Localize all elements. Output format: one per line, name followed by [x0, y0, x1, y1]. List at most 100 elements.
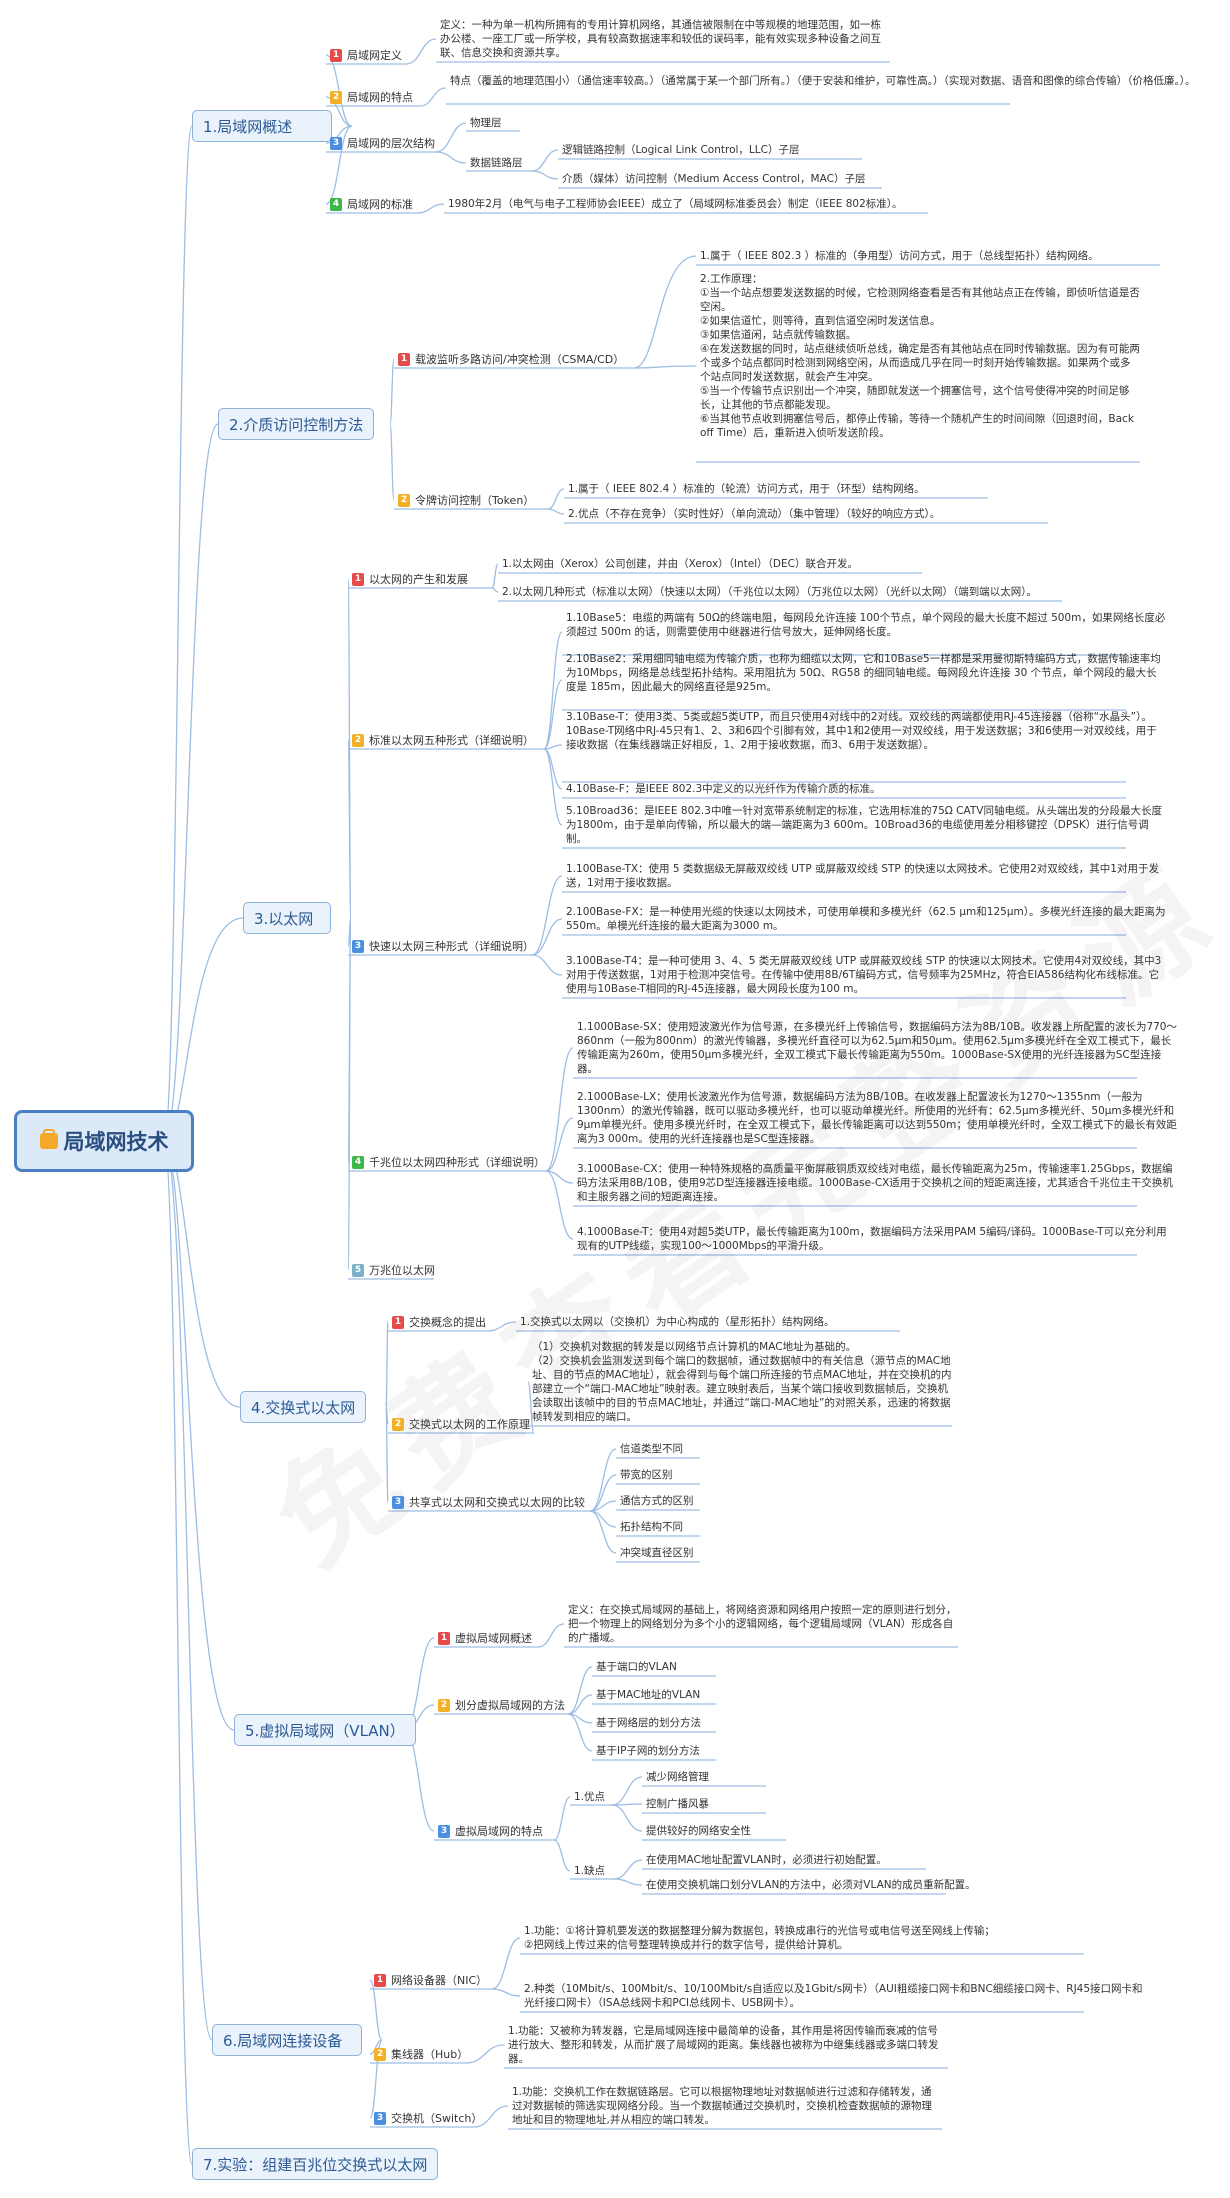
section-label: 2.介质访问控制方法: [229, 415, 364, 434]
connector-line: [589, 1474, 617, 1512]
leaf-text[interactable]: 1980年2月（电气与电子工程师协会IEEE）成立了（局域网标准委员会）制定（I…: [448, 198, 903, 210]
section-node[interactable]: 5.虚拟局域网（VLAN）: [234, 1714, 416, 1746]
section-node[interactable]: 7.实验：组建百兆位交换式以太网: [192, 2148, 439, 2180]
leaf-text[interactable]: 提供较好的网络安全性: [646, 1825, 751, 1837]
connector-line: [163, 1140, 235, 1731]
leaf-text[interactable]: 1.交换式以太网以（交换机）为中心构成的（星形拓扑）结构网络。: [520, 1316, 835, 1328]
number-badge: 1: [352, 572, 364, 586]
leaf-text[interactable]: （1）交换机对数据的转发是以网络节点计算机的MAC地址为基础的。 （2）交换机会…: [532, 1341, 952, 1423]
leaf-text[interactable]: 介质（媒体）访问控制（Medium Access Control，MAC）子层: [562, 173, 866, 185]
leaf-text[interactable]: 2.优点（不存在竞争）（实时性好）（单向流动）（集中管理）（较好的响应方式）。: [568, 508, 941, 520]
section-node[interactable]: 1.局域网概述: [192, 110, 332, 142]
leaf-text[interactable]: 冲突域直径区别: [620, 1547, 694, 1559]
leaf-text[interactable]: 1.以太网由（Xerox）公司创建，并由（Xerox）（Intel）（DEC）联…: [502, 558, 858, 570]
leaf-text[interactable]: 在使用交换机端口划分VLAN的方法中，必须对VLAN的成员重新配置。: [646, 1879, 976, 1891]
leaf-text[interactable]: 1.属于（ IEEE 802.3 ）标准的（争用型）访问方式，用于（总线型拓扑）…: [700, 250, 1099, 262]
leaf-text[interactable]: 2.100Base-FX：是一种使用光缆的快速以太网技术，可使用单模和多模光纤（…: [566, 906, 1166, 932]
leaf-text[interactable]: 基于网络层的划分方法: [596, 1717, 701, 1729]
leaf-text[interactable]: 1.1000Base-SX：使用短波激光作为信号源，在多模光纤上传输信号，数据编…: [577, 1021, 1177, 1075]
subtopic-label: 令牌访问控制（Token）: [415, 494, 535, 507]
leaf-text[interactable]: 逻辑链路控制（Logical Link Control，LLC）子层: [562, 144, 800, 156]
leaf-text[interactable]: 5.10Broad36：是IEEE 802.3中唯一针对宽带系统制定的标准，它选…: [566, 805, 1162, 845]
leaf-text[interactable]: 1.功能：交换机工作在数据链路层。它可以根据物理地址对数据帧进行过滤和存储转发，…: [512, 2086, 932, 2126]
leaf-text[interactable]: 基于端口的VLAN: [596, 1661, 677, 1673]
connector-line: [611, 1804, 643, 1832]
leaf-text[interactable]: 1.10Base5：电缆的两端有 50Ω的终端电阻，每网段允许连接 100个节点…: [566, 612, 1166, 638]
number-badge: 3: [392, 1495, 404, 1509]
leaf-text[interactable]: 1.属于（ IEEE 802.4 ）标准的（轮流）访问方式，用于（环型）结构网络…: [568, 483, 925, 495]
leaf-text[interactable]: 2.以太网几种形式（标准以太网）（快速以太网）（千兆位以太网）（万兆位以太网）（…: [502, 586, 1038, 598]
section-node[interactable]: 3.以太网: [243, 902, 331, 934]
connector-line: [405, 38, 437, 65]
connector-line: [537, 1623, 565, 1648]
leaf-text[interactable]: 2.工作原理： ①当一个站点想要发送数据的时候，它检测网络查看是否有其他站点正在…: [700, 273, 1140, 439]
leaf-text[interactable]: 3.10Base-T：使用3类、5类或超5类UTP，而且只使用4对线中的2对线。…: [566, 711, 1157, 751]
leaf-text[interactable]: 4.10Base-F：是IEEE 802.3中定义的以光纤作为传输介质的标准。: [566, 783, 881, 795]
number-badge: 2: [330, 90, 342, 104]
connector-line: [389, 423, 395, 501]
leaf-text[interactable]: 信道类型不同: [620, 1443, 683, 1455]
leaf-text[interactable]: 带宽的区别: [620, 1469, 673, 1481]
section-label: 7.实验：组建百兆位交换式以太网: [203, 2155, 428, 2174]
connector-line: [435, 151, 467, 164]
leaf-text[interactable]: 3.100Base-T4：是一种可使用 3、4、5 类无屏蔽双绞线 UTP 或屏…: [566, 955, 1162, 995]
leaf-text[interactable]: 2.1000Base-LX：使用长波激光作为信号源，数据编码方法为8B/10B。…: [577, 1091, 1177, 1145]
number-badge: 2: [374, 2047, 386, 2061]
leaf-text[interactable]: 基于MAC地址的VLAN: [596, 1689, 701, 1701]
section-label: 1.局域网概述: [203, 117, 293, 136]
section-node[interactable]: 6.局域网连接设备: [212, 2024, 362, 2056]
connector-line: [589, 1500, 617, 1512]
connector-line: [163, 1140, 241, 1408]
group-label[interactable]: 1.优点: [574, 1791, 606, 1803]
subtopic-label: 局域网的标准: [347, 198, 413, 211]
leaf-text[interactable]: 基于IP子网的划分方法: [596, 1745, 700, 1757]
leaf-text[interactable]: 2.种类（10Mbit/s、100Mbit/s、10/100Mbit/s自适应以…: [524, 1983, 1143, 2009]
group-label[interactable]: 数据链路层: [470, 157, 523, 169]
leaf-text[interactable]: 3.1000Base-CX：使用一种特殊规格的高质量平衡屏蔽铜质双绞线对电缆，最…: [577, 1163, 1173, 1203]
leaf-text[interactable]: 控制广播风暴: [646, 1798, 709, 1810]
leaf-text[interactable]: 1.100Base-TX：使用 5 类数据级无屏蔽双绞线 UTP 或屏蔽双绞线 …: [566, 863, 1159, 889]
leaf-text[interactable]: 1.功能：①将计算机要发送的数据整理分解为数据包，转换成串行的光信号或电信号送至…: [524, 1925, 995, 1951]
leaf-text[interactable]: 2.10Base2：采用细同轴电缆为传输介质，也称为细缆以太网，它和10Base…: [566, 653, 1161, 693]
leaf-text[interactable]: 特点（覆盖的地理范围小）（通信速率较高。）（通常属于某一个部门所有。）（便于安装…: [450, 75, 1196, 87]
section-node[interactable]: 2.介质访问控制方法: [218, 408, 375, 440]
leaf-text[interactable]: 定义：在交换式局域网的基础上，将网络资源和网络用户按照一定的原则进行划分，把一个…: [568, 1604, 957, 1644]
group-label[interactable]: 物理层: [470, 117, 502, 129]
leaf-text[interactable]: 通信方式的区别: [620, 1495, 694, 1507]
leaf-text[interactable]: 在使用MAC地址配置VLAN时，必须进行初始配置。: [646, 1854, 887, 1866]
leaf-text[interactable]: 减少网络管理: [646, 1771, 709, 1783]
connector-line: [543, 748, 563, 826]
connector-line: [589, 1510, 617, 1528]
leaf-text[interactable]: 拓扑结构不同: [620, 1521, 683, 1533]
leaf-text[interactable]: 1.功能：又被称为转发器，它是局域网连接中最简单的设备，其作用是将因传输而衰减的…: [508, 2025, 939, 2065]
subtopic-label: 万兆位以太网: [369, 1264, 435, 1277]
root-node[interactable]: 局域网技术: [14, 1110, 194, 1172]
connector-line: [553, 1796, 571, 1841]
leaf-text[interactable]: 4.1000Base-T：使用4对超5类UTP，最长传输距离为100m，数据编码…: [577, 1226, 1167, 1252]
group-label[interactable]: 1.缺点: [574, 1865, 606, 1877]
leaf-text[interactable]: 定义：一种为单一机构所拥有的专用计算机网络，其通信被限制在中等规模的地理范围，如…: [440, 19, 881, 59]
section-node[interactable]: 4.交换式以太网: [240, 1391, 367, 1423]
connector-line: [347, 917, 352, 1271]
connector-line: [589, 1510, 617, 1554]
